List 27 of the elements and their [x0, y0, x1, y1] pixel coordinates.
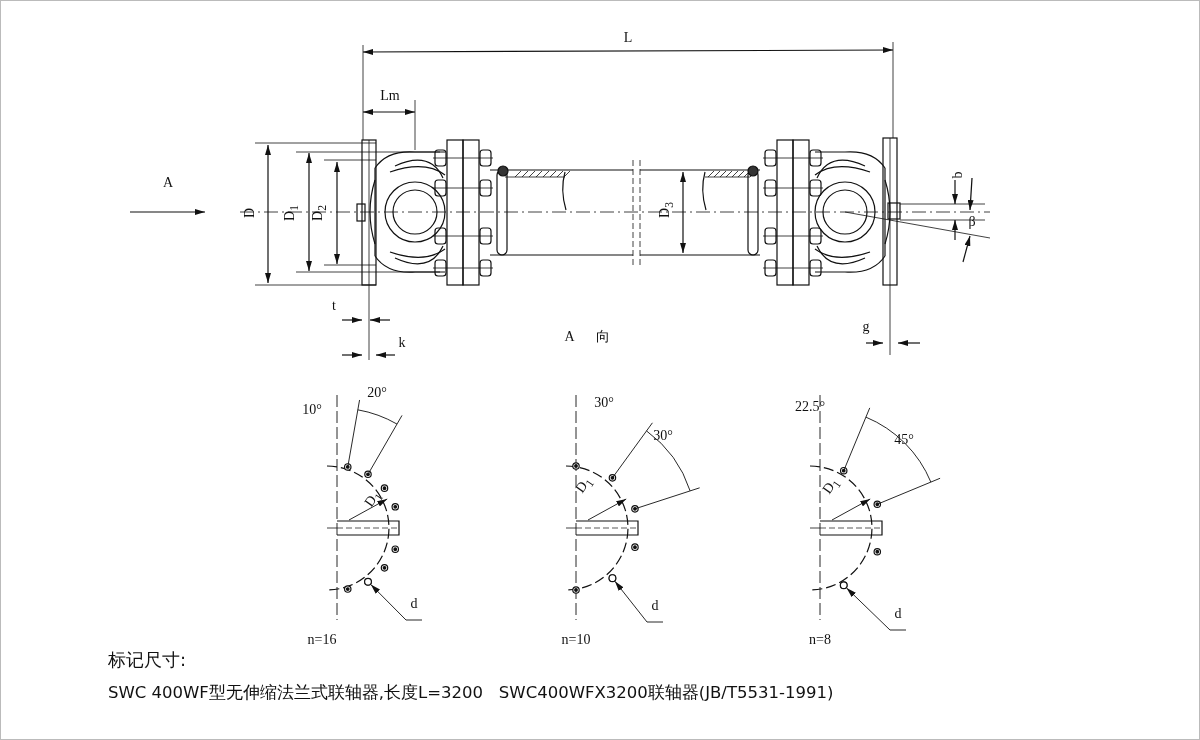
specification-text: SWC 400WF型无伸缩法兰式联轴器,长度L=3200 SWC400WFX3200联轴器(JB/T5531-1991)	[108, 684, 834, 702]
dimension-label: L	[623, 31, 633, 45]
bolt-hole	[839, 581, 848, 590]
view-title: A 向	[564, 330, 610, 344]
hole-count-label: n=8	[809, 633, 831, 647]
dimension-label: g	[862, 320, 870, 334]
angle-label: 10°	[302, 403, 322, 417]
angle-label: 30°	[653, 429, 673, 443]
dimension-label: D	[243, 207, 257, 219]
angle-label: 22.5°	[794, 400, 826, 414]
dimension-label: k	[398, 336, 406, 350]
angle-label: β	[968, 215, 976, 229]
view-letter: A	[162, 176, 174, 190]
heading-text: 标记尺寸:	[108, 651, 187, 669]
hole-label: d	[651, 599, 659, 613]
dimension-label: t	[332, 299, 336, 313]
angle-label: 45°	[894, 433, 914, 447]
bolt-hole	[608, 574, 617, 583]
hole-count-label: n=16	[307, 633, 337, 647]
angle-label: 20°	[367, 386, 387, 400]
bolt-hole	[364, 577, 372, 586]
angle-label: 30°	[594, 396, 614, 410]
hole-label: d	[894, 607, 902, 621]
dimension-label: Lm	[380, 89, 400, 103]
hole-label: d	[410, 597, 418, 611]
dimension-label: b	[951, 171, 965, 179]
hole-count-label: n=10	[561, 633, 591, 647]
